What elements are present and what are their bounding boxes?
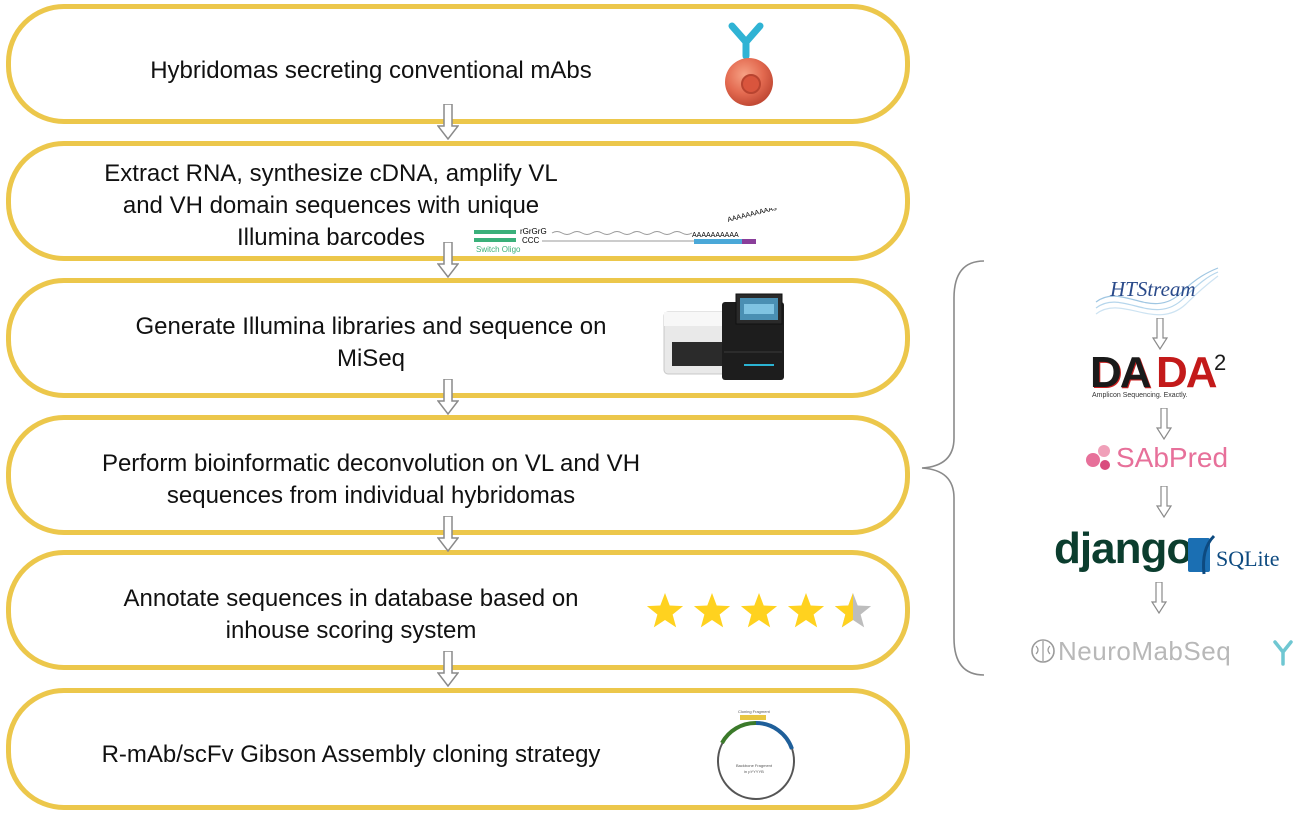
plasmid-map: Cloning Fragment Backbone Fragment in pY… [717, 709, 795, 800]
step-text-hybridomas: Hybridomas secreting conventional mAbs [150, 57, 592, 84]
django-text: django [1054, 524, 1193, 573]
antibody-icon [1273, 640, 1293, 666]
step-box-deconvolution: Perform bioinformatic deconvolution on V… [6, 415, 910, 535]
sabpred-text: SAbPred [1116, 442, 1229, 473]
down-arrow-4 [437, 516, 459, 552]
down-arrow-3 [437, 379, 459, 415]
sqlite-logo: SQLite [1186, 532, 1290, 580]
star-3 [740, 593, 778, 628]
tool-arrow-3 [1156, 486, 1172, 518]
polya-label: AAAAAAAAAA [692, 232, 739, 239]
switch-oligo-label: Switch Oligo [476, 245, 521, 254]
star-2 [693, 593, 731, 628]
dada2-left-text: DA [1090, 348, 1152, 397]
tools-bracket [921, 260, 985, 676]
backbone-label-1: Backbone Fragment [736, 763, 773, 768]
htstream-text: HTStream [1109, 277, 1196, 301]
backbone-label-2: in pYYYYB [744, 769, 764, 774]
cdna-schematic: rGrGrG CCC Switch Oligo AAAAAAAAAA AAAAA… [474, 208, 778, 254]
step-text-libraries: Generate Illumina libraries and sequence… [135, 313, 607, 372]
brain-icon [1031, 639, 1055, 663]
django-logo: django [1054, 524, 1193, 580]
step-text-cloning: R-mAb/scFv Gibson Assembly cloning strat… [101, 741, 601, 768]
down-arrow-1 [437, 104, 459, 140]
dada2-tagline: Amplicon Sequencing. Exactly. [1092, 392, 1188, 399]
tool-arrow-4 [1151, 582, 1167, 614]
tool-arrow-1 [1152, 318, 1168, 350]
dada2-logo: DA DA 2 Amplicon Sequencing. Exactly. [1090, 348, 1240, 410]
cloning-fragment-label: Cloning Fragment [738, 709, 771, 714]
dada2-superscript: 2 [1214, 350, 1227, 375]
polya-tail-label: AAAAAAAAAA3 [727, 208, 778, 224]
star-4 [787, 593, 825, 628]
sqlite-text: SQLite [1216, 546, 1280, 571]
step-box-cloning: R-mAb/scFv Gibson Assembly cloning strat… [6, 688, 910, 810]
sqlite-icon [1188, 534, 1216, 575]
star-1 [646, 593, 684, 628]
step-text-deconvolution: Perform bioinformatic deconvolution on V… [101, 450, 641, 509]
down-arrow-2 [437, 242, 459, 278]
hybridoma-antibody-icon [725, 22, 773, 106]
rating-stars [646, 593, 872, 628]
sabpred-logo: SAbPred [1084, 440, 1244, 480]
oligo-bottom-label: CCC [522, 236, 540, 245]
neuromabseq-text: NeuroMabSeq [1058, 636, 1232, 666]
step-box-extract: Extract RNA, synthesize cDNA, amplify VL… [6, 141, 910, 261]
down-arrow-5 [437, 651, 459, 687]
neuromabseq-logo: NeuroMabSeq [1030, 632, 1296, 672]
htstream-logo: HTStream [1095, 267, 1219, 316]
step-text-annotate: Annotate sequences in database based on … [123, 585, 579, 644]
step-text-extract: Extract RNA, synthesize cDNA, amplify VL… [104, 160, 558, 251]
tool-arrow-2 [1156, 408, 1172, 440]
oligo-top-label: rGrGrG [520, 227, 547, 236]
miseq-sequencer-image [663, 293, 784, 380]
dada2-right-text: DA [1156, 348, 1218, 397]
star-5-partial-fill [834, 593, 853, 628]
sabpred-icon [1086, 445, 1110, 470]
